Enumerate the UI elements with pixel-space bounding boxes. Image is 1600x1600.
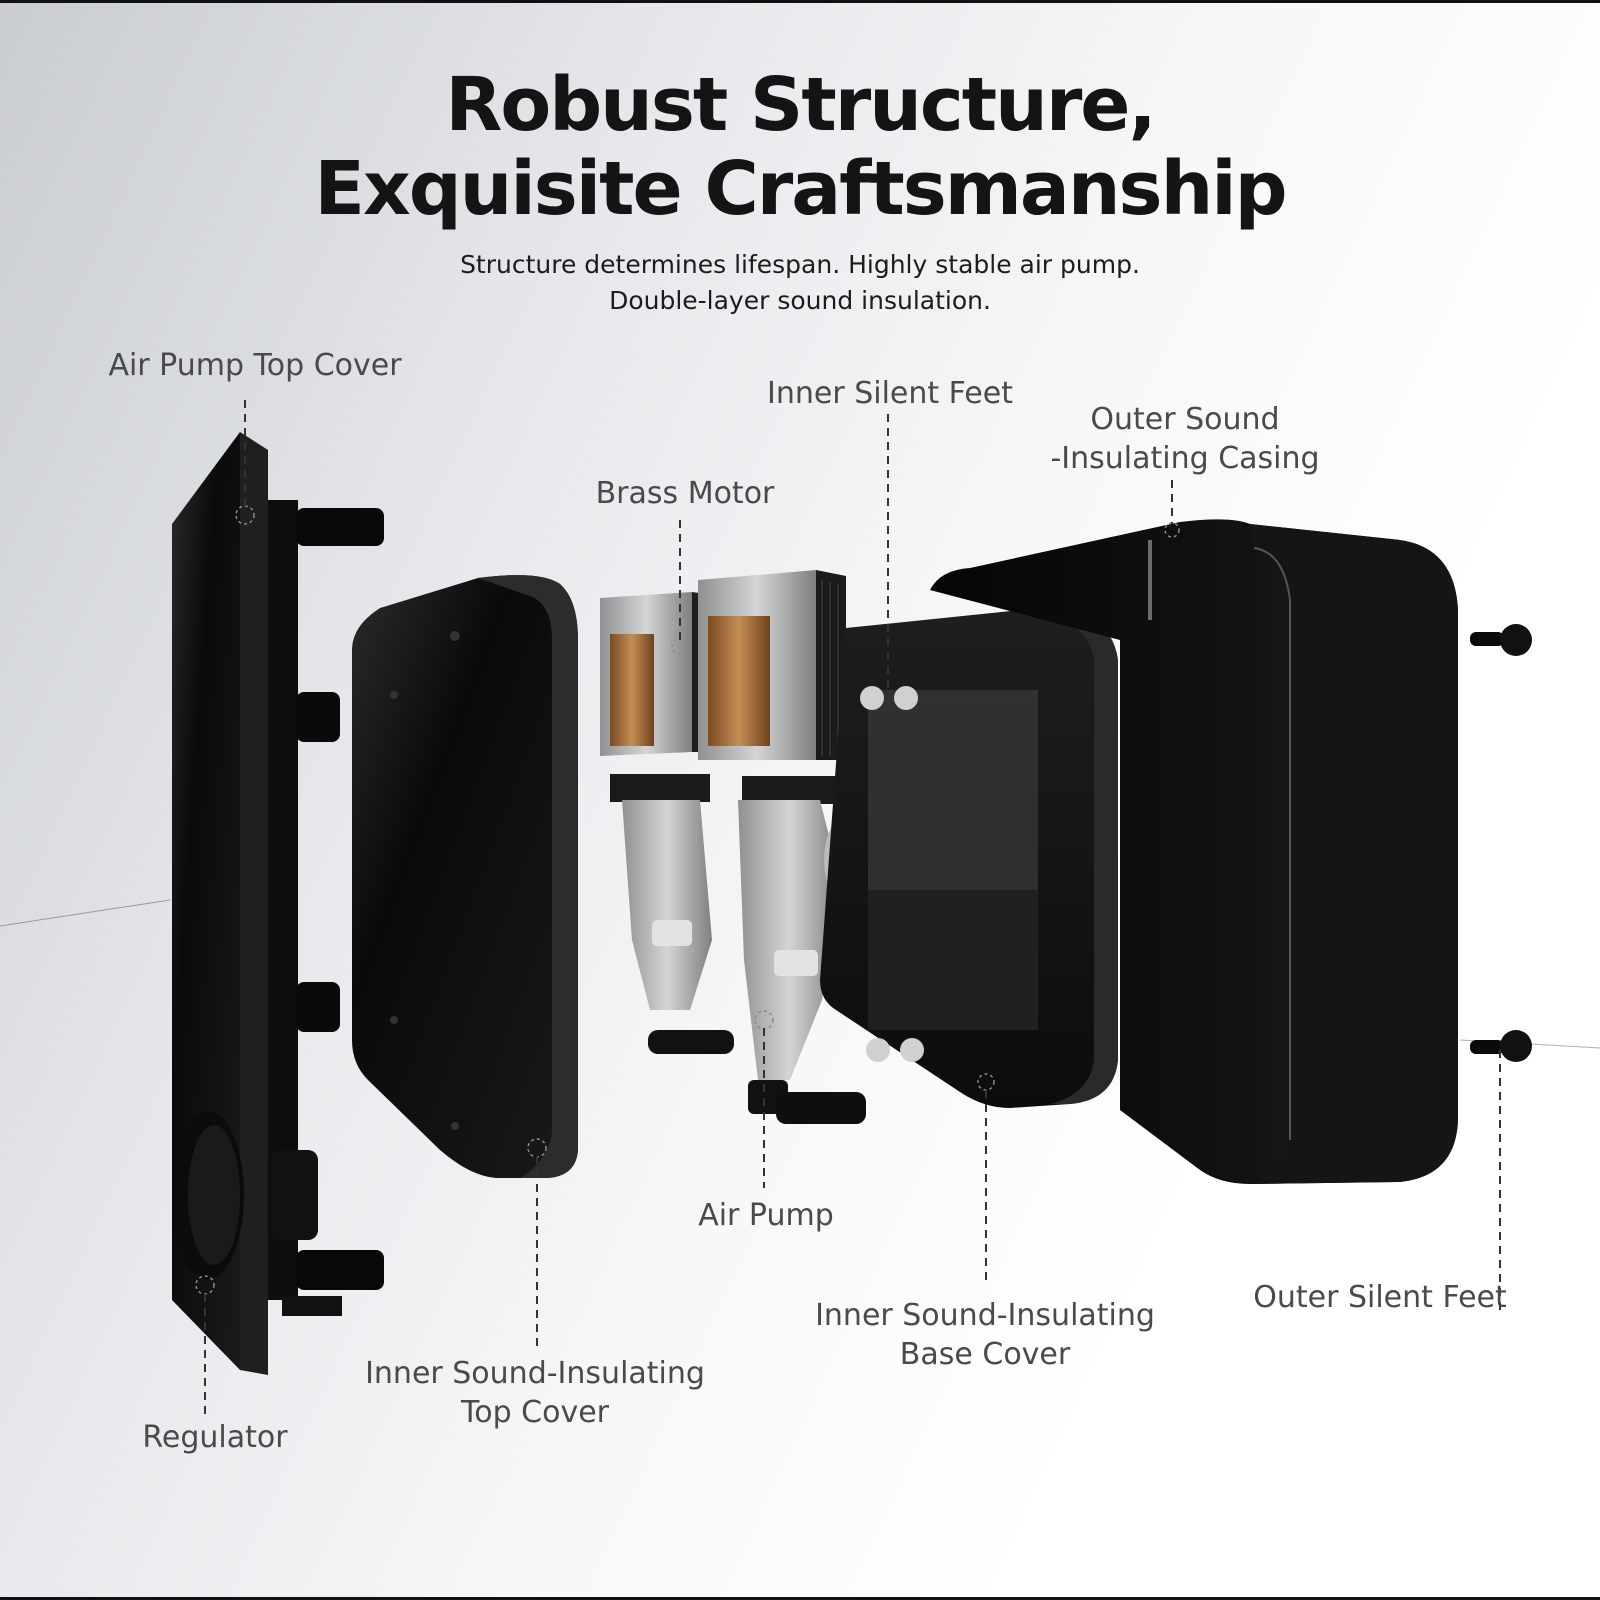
ground-line	[0, 899, 171, 927]
outer-silent-feet-part	[1470, 624, 1532, 1062]
outer-casing-part	[930, 519, 1458, 1184]
label-outer-sound-insulating-casing: Outer Sound -Insulating Casing	[1030, 400, 1340, 478]
inner-base-cover-part	[820, 607, 1118, 1108]
label-inner-sound-insulating-top-cover: Inner Sound-Insulating Top Cover	[340, 1354, 730, 1432]
air-pump-top-cover-part	[172, 432, 384, 1375]
inner-top-cover-part	[352, 575, 578, 1178]
label-text-line-1: Inner Sound-Insulating	[815, 1298, 1155, 1333]
label-text-line-1: Outer Sound	[1090, 402, 1280, 437]
subtitle-line-2: Double-layer sound insulation.	[609, 286, 991, 315]
top-border	[0, 0, 1600, 3]
label-brass-motor: Brass Motor	[580, 474, 790, 513]
label-inner-silent-feet: Inner Silent Feet	[760, 374, 1020, 413]
label-regulator: Regulator	[120, 1418, 310, 1457]
label-text: Air Pump	[698, 1198, 834, 1233]
label-text-line-2: Base Cover	[899, 1337, 1071, 1372]
label-text: Air Pump Top Cover	[108, 348, 402, 383]
brass-motor-part	[600, 570, 846, 760]
label-text: Inner Silent Feet	[767, 376, 1013, 411]
label-outer-silent-feet: Outer Silent Feet	[1230, 1278, 1530, 1317]
label-text-line-2: Top Cover	[460, 1395, 609, 1430]
leader-lines	[204, 400, 1501, 1416]
subtitle-line-1: Structure determines lifespan. Highly st…	[460, 250, 1140, 279]
label-text: Outer Silent Feet	[1253, 1280, 1507, 1315]
page-title-line-2: Exquisite Craftsmanship	[314, 146, 1287, 232]
label-text-line-1: Inner Sound-Insulating	[365, 1356, 705, 1391]
label-text-line-2: -Insulating Casing	[1050, 441, 1320, 476]
air-pump-part	[610, 774, 866, 1124]
label-inner-sound-insulating-base-cover: Inner Sound-Insulating Base Cover	[790, 1296, 1180, 1374]
label-air-pump: Air Pump	[676, 1196, 856, 1235]
label-text: Brass Motor	[595, 476, 775, 511]
bottom-border	[0, 1597, 1600, 1600]
label-air-pump-top-cover: Air Pump Top Cover	[90, 346, 420, 385]
page-title-line-1: Robust Structure,	[445, 62, 1156, 148]
label-text: Regulator	[142, 1420, 288, 1455]
